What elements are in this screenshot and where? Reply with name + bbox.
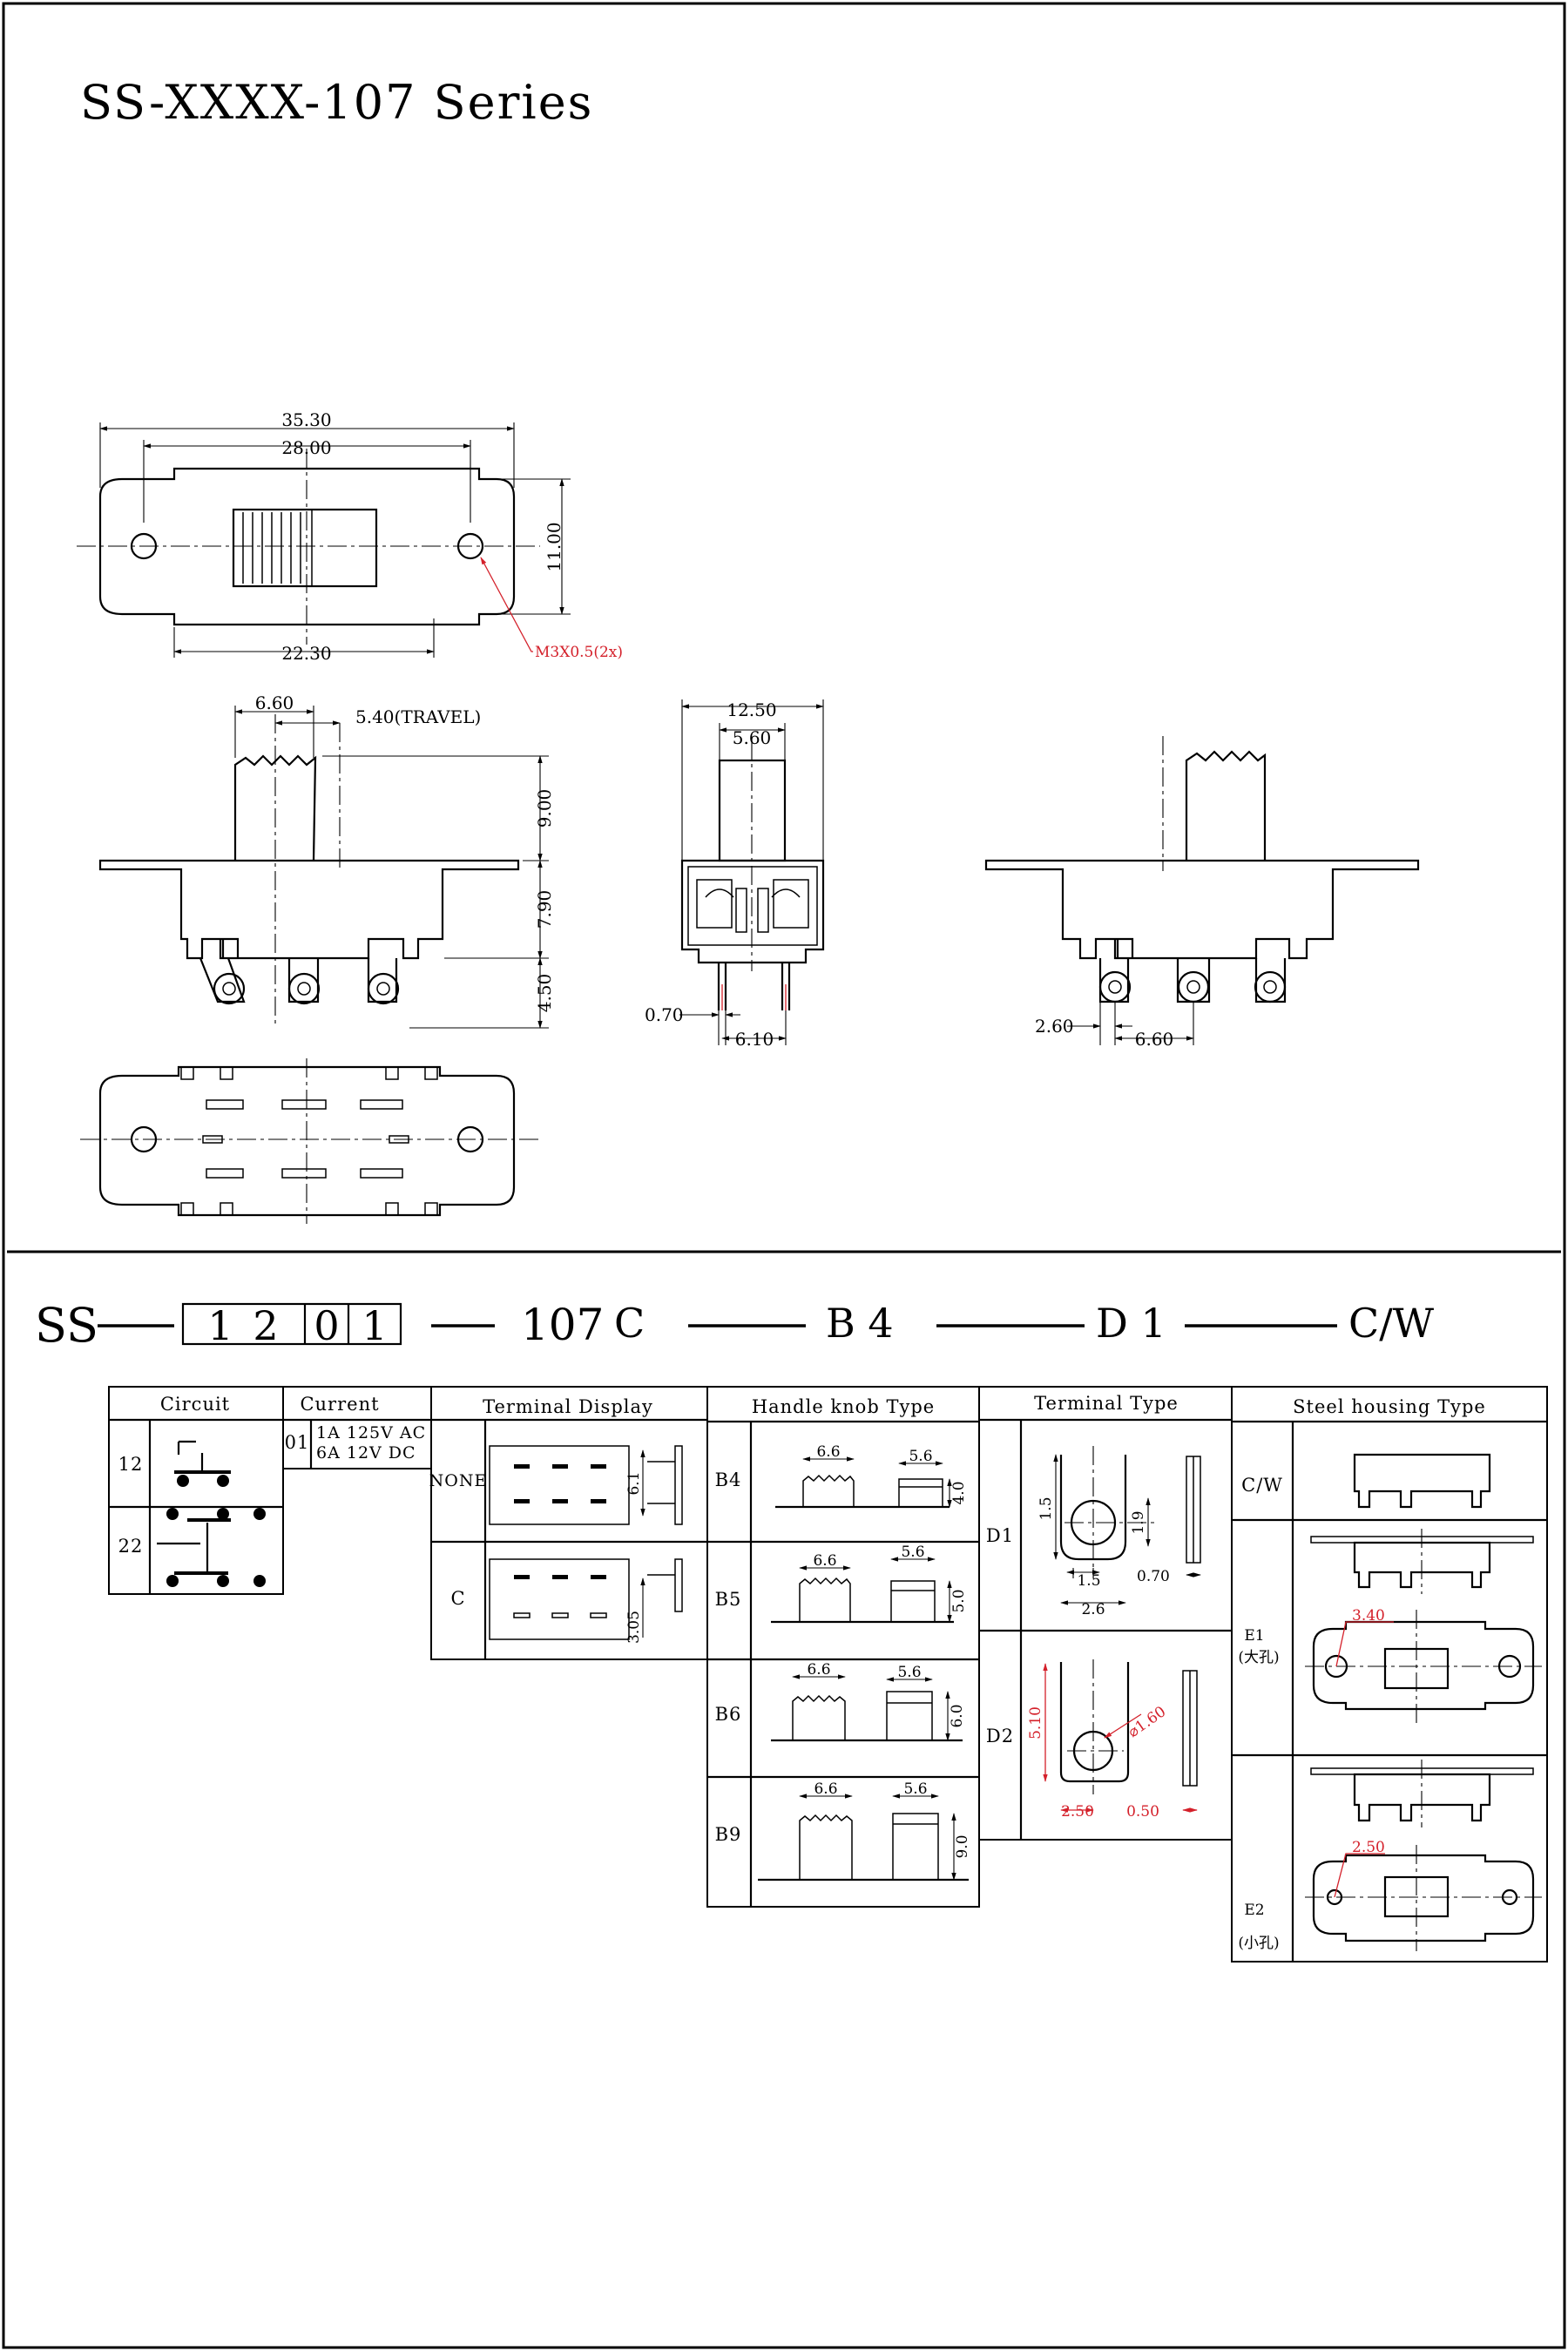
terminal-display-dim-6-1: 6.1 [625, 1471, 643, 1495]
terminal-type-d2: D2 [986, 1726, 1014, 1746]
b4-h: 4.0 [950, 1481, 968, 1504]
steel-e2-dim: 2.50 [1352, 1839, 1385, 1856]
code-cw: C/W [1348, 1300, 1435, 1347]
b6-w1: 6.6 [807, 1661, 830, 1679]
terminal-display-header: Terminal Display [483, 1396, 653, 1417]
code-digit-4: 1 [362, 1302, 387, 1349]
b9-w2: 5.6 [903, 1780, 927, 1798]
current-header: Current [300, 1394, 379, 1415]
handle-b6: B6 [715, 1704, 742, 1725]
dim-knob-6-60: 6.60 [255, 692, 294, 713]
dim-28-00: 28.00 [281, 437, 331, 458]
terminal-display-none: NONE [429, 1471, 488, 1490]
dim-0-70: 0.70 [645, 1004, 684, 1025]
dim-6-10: 6.10 [735, 1029, 774, 1050]
dim-35-30: 35.30 [281, 409, 331, 430]
dim-5-60: 5.60 [733, 727, 772, 748]
d1-t: 0.70 [1137, 1568, 1170, 1585]
steel-e1: E1 [1244, 1627, 1264, 1645]
current-table [282, 1386, 432, 1469]
b5-w2: 5.6 [901, 1544, 924, 1561]
b4-w2: 5.6 [909, 1448, 932, 1465]
d1-w1: 1.5 [1077, 1572, 1100, 1590]
steel-e1-dim: 3.40 [1352, 1607, 1385, 1625]
steel-e2: E2 [1244, 1902, 1264, 1919]
steel-housing-table [1231, 1386, 1548, 1963]
terminal-type-table [978, 1386, 1233, 1841]
d2-h: 5.10 [1027, 1706, 1044, 1740]
current-code: 01 [285, 1432, 310, 1453]
code-c: C [614, 1300, 645, 1347]
dim-side-6-60: 6.60 [1135, 1029, 1174, 1050]
dim-4-50: 4.50 [534, 974, 555, 1013]
front-view-drawing [98, 706, 549, 1029]
b5-h: 5.0 [950, 1589, 968, 1612]
dim-11-00: 11.00 [544, 522, 564, 571]
handle-knob-header: Handle knob Type [752, 1396, 935, 1417]
handle-knob-table [706, 1386, 980, 1908]
circuit-table [108, 1386, 284, 1595]
d2-w1: 2.50 [1061, 1803, 1094, 1821]
dim-7-90: 7.90 [534, 890, 555, 929]
b5-w1: 6.6 [813, 1552, 836, 1570]
end-view-drawing [679, 699, 825, 1045]
b9-h: 9.0 [954, 1834, 971, 1858]
terminal-type-header: Terminal Type [1034, 1393, 1179, 1414]
code-digit-2: 2 [253, 1302, 278, 1349]
d1-h1: 1.5 [1037, 1496, 1055, 1520]
code-prefix: SS [35, 1298, 98, 1353]
page-title: SS-XXXX-107 Series [80, 75, 593, 130]
code-series: 107 [521, 1300, 604, 1350]
bottom-view-drawing [80, 1058, 540, 1224]
terminal-type-d1: D1 [986, 1525, 1014, 1546]
d1-w2: 2.6 [1081, 1601, 1105, 1618]
circuit-row-22: 22 [118, 1536, 144, 1557]
steel-e2-sub: (小孔) [1238, 1935, 1279, 1952]
handle-b9: B9 [715, 1824, 742, 1845]
handle-b4: B4 [715, 1469, 742, 1490]
current-line2: 6A 12V DC [316, 1443, 416, 1463]
circuit-row-12: 12 [118, 1454, 144, 1475]
d2-t: 0.50 [1126, 1803, 1159, 1821]
b4-w1: 6.6 [816, 1443, 840, 1461]
circuit-header: Circuit [160, 1394, 230, 1415]
screw-note: M3X0.5(2x) [535, 644, 623, 661]
dim-9-00: 9.00 [534, 789, 555, 828]
terminal-display-dim-3-05: 3.05 [625, 1611, 643, 1644]
steel-housing-header: Steel housing Type [1293, 1396, 1486, 1417]
dim-2-60: 2.60 [1035, 1016, 1074, 1037]
code-digit-1: 1 [207, 1302, 233, 1349]
dim-22-30: 22.30 [281, 643, 331, 664]
steel-e1-sub: (大孔) [1238, 1649, 1279, 1666]
handle-b5: B5 [715, 1589, 742, 1610]
code-b4: B 4 [826, 1300, 894, 1347]
d1-h2: 1.9 [1130, 1510, 1147, 1534]
terminal-display-table [430, 1386, 708, 1660]
code-d1: D 1 [1096, 1300, 1166, 1347]
current-line1: 1A 125V AC [316, 1423, 426, 1442]
side-view-drawing [984, 736, 1420, 1045]
dim-12-50: 12.50 [727, 699, 776, 720]
code-digit-3: 0 [314, 1302, 339, 1349]
terminal-display-c: C [450, 1588, 465, 1609]
b9-w1: 6.6 [814, 1780, 837, 1798]
steel-cw: C/W [1241, 1475, 1283, 1496]
b6-w2: 5.6 [897, 1664, 921, 1681]
b6-h: 6.0 [949, 1704, 966, 1727]
top-view-drawing [77, 422, 571, 658]
part-code: SS 1 2 0 1 107 C B 4 D 1 C/W [35, 1298, 1435, 1353]
dim-travel: 5.40(TRAVEL) [355, 706, 481, 727]
